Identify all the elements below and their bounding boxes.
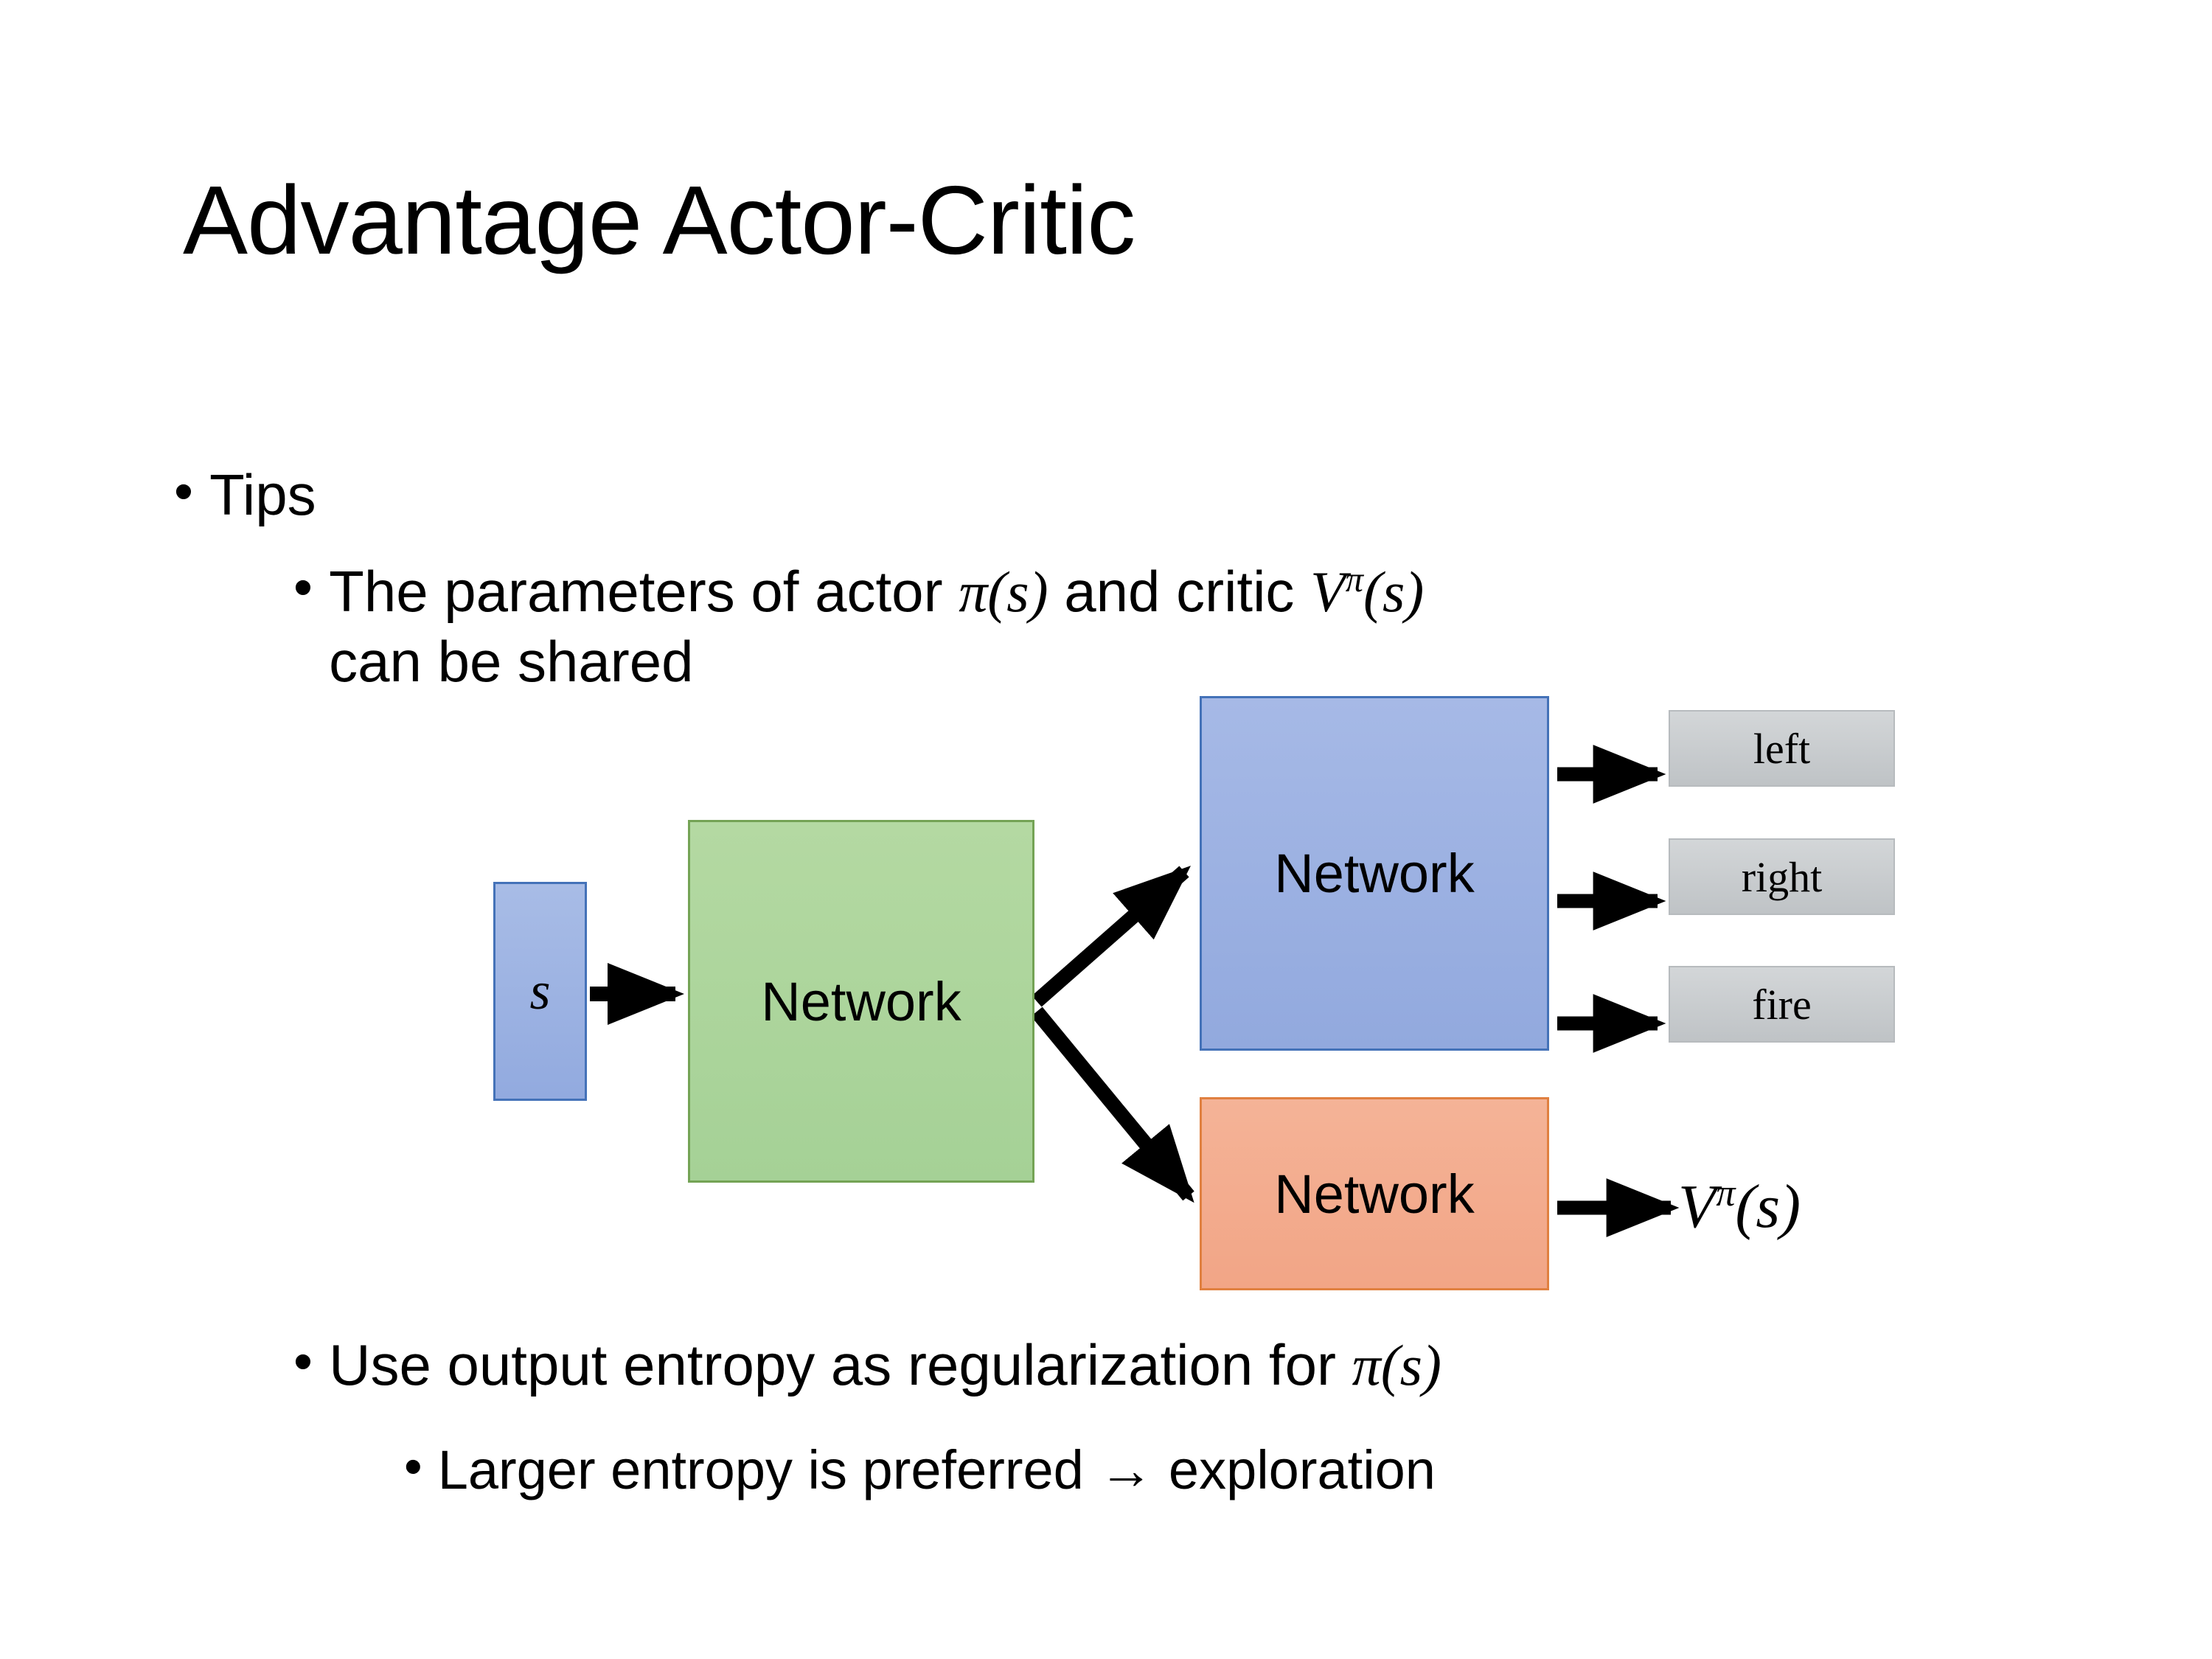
state-input-box: s bbox=[493, 882, 587, 1101]
actor-network-label: Network bbox=[1274, 843, 1475, 904]
arrow-shared-to-actor bbox=[1032, 866, 1192, 1007]
action-box-fire: fire bbox=[1669, 966, 1895, 1043]
critic-v-symbol: V bbox=[1310, 560, 1346, 624]
bullet-tips-label: Tips bbox=[209, 462, 316, 527]
value-v-argument: (s) bbox=[1735, 1172, 1801, 1241]
shared-network-box: Network bbox=[688, 820, 1034, 1183]
critic-network-label: Network bbox=[1274, 1163, 1475, 1225]
page-title: Advantage Actor-Critic bbox=[183, 166, 1135, 274]
shared-network-label: Network bbox=[761, 970, 961, 1032]
actor-pi-symbol: π bbox=[959, 560, 988, 624]
action-box-right: right bbox=[1669, 838, 1895, 915]
bullet-larger-entropy-label: Larger entropy is preferred → exploratio… bbox=[437, 1439, 1436, 1500]
bullet-parameters-middle: and critic bbox=[1048, 559, 1311, 624]
value-function-output: Vπ(s) bbox=[1678, 1171, 1801, 1242]
actor-network-box: Network bbox=[1200, 696, 1549, 1051]
value-v-superscript: π bbox=[1716, 1172, 1736, 1214]
critic-v-superscript: π bbox=[1345, 560, 1363, 599]
bullet-marker-icon: • bbox=[293, 1330, 313, 1392]
bullet-tips: • Tips bbox=[174, 461, 316, 529]
policy-pi-symbol: π bbox=[1352, 1333, 1381, 1397]
action-label-fire: fire bbox=[1752, 980, 1812, 1029]
action-label-left: left bbox=[1753, 724, 1811, 773]
bullet-shared-parameters: • The parameters of actor π(s) and criti… bbox=[293, 557, 2063, 697]
bullet-larger-entropy: • Larger entropy is preferred → explorat… bbox=[404, 1438, 1436, 1502]
policy-pi-argument: (s) bbox=[1380, 1333, 1441, 1397]
bullet-marker-icon: • bbox=[293, 556, 313, 618]
state-input-label: s bbox=[529, 961, 551, 1020]
critic-network-box: Network bbox=[1200, 1097, 1549, 1290]
action-label-right: right bbox=[1741, 852, 1823, 901]
bullet-marker-icon: • bbox=[404, 1437, 422, 1496]
actor-pi-argument: (s) bbox=[987, 560, 1048, 624]
bullet-entropy-prefix: Use output entropy as regularization for bbox=[329, 1332, 1352, 1397]
bullet-parameters-prefix: The parameters of actor bbox=[329, 559, 959, 624]
value-v-symbol: V bbox=[1678, 1172, 1717, 1241]
critic-v-argument: (s) bbox=[1363, 560, 1425, 624]
action-box-left: left bbox=[1669, 710, 1895, 787]
bullet-parameters-line2: can be shared bbox=[329, 629, 694, 695]
bullet-entropy-regularization: • Use output entropy as regularization f… bbox=[293, 1331, 1441, 1399]
bullet-marker-icon: • bbox=[174, 460, 193, 522]
arrow-shared-to-critic bbox=[1031, 1006, 1194, 1203]
